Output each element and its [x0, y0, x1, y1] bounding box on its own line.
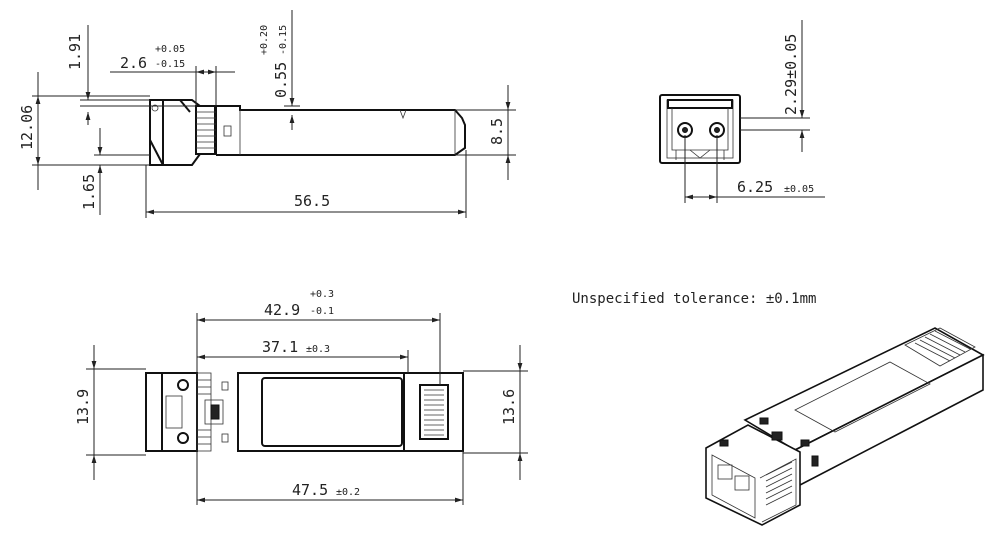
dim-13-6: 13.6: [500, 389, 518, 425]
dim-0-55-plus: +0.20: [259, 25, 270, 55]
top-view-ribs: [196, 372, 212, 452]
dim-42-9-minus: -0.1: [310, 306, 334, 317]
dim-2-6-plus: +0.05: [155, 44, 185, 55]
dim-12-06: 12.06: [18, 105, 36, 150]
dim-0-55: 0.55: [272, 62, 290, 98]
isometric-view: [705, 327, 985, 526]
side-view: 1.91 2.6 +0.05 -0.15 0.55 +0.20 -0.15 12…: [18, 10, 516, 218]
dim-1-65: 1.65: [80, 174, 98, 210]
dim-2-29: 2.29±0.05: [782, 34, 800, 115]
dim-47-5: 47.5: [292, 481, 328, 499]
dim-6-25: 6.25: [737, 178, 773, 196]
dim-8-5: 8.5: [488, 118, 506, 145]
dim-42-9: 42.9: [264, 301, 300, 319]
dim-0-55-minus: -0.15: [278, 25, 289, 55]
front-view-ports: [677, 122, 725, 138]
dim-13-9: 13.9: [74, 389, 92, 425]
dim-37-1: 37.1: [262, 338, 298, 356]
dim-6-25-tol: ±0.05: [784, 184, 814, 195]
dim-1-91: 1.91: [66, 34, 84, 70]
dim-47-5-tol: ±0.2: [336, 487, 360, 498]
top-view: 42.9 +0.3 -0.1 37.1 ±0.3 13.9 13.6 47.5 …: [74, 289, 528, 505]
dim-56-5: 56.5: [294, 192, 330, 210]
dim-2-6: 2.6: [120, 54, 147, 72]
dim-2-6-minus: -0.15: [155, 59, 185, 70]
dim-37-1-tol: ±0.3: [306, 344, 330, 355]
side-view-body: [149, 99, 466, 166]
dim-42-9-plus: +0.3: [310, 289, 334, 300]
tolerance-note: Unspecified tolerance: ±0.1mm: [572, 291, 816, 307]
front-view: 2.29±0.05 6.25 ±0.05: [659, 20, 825, 203]
